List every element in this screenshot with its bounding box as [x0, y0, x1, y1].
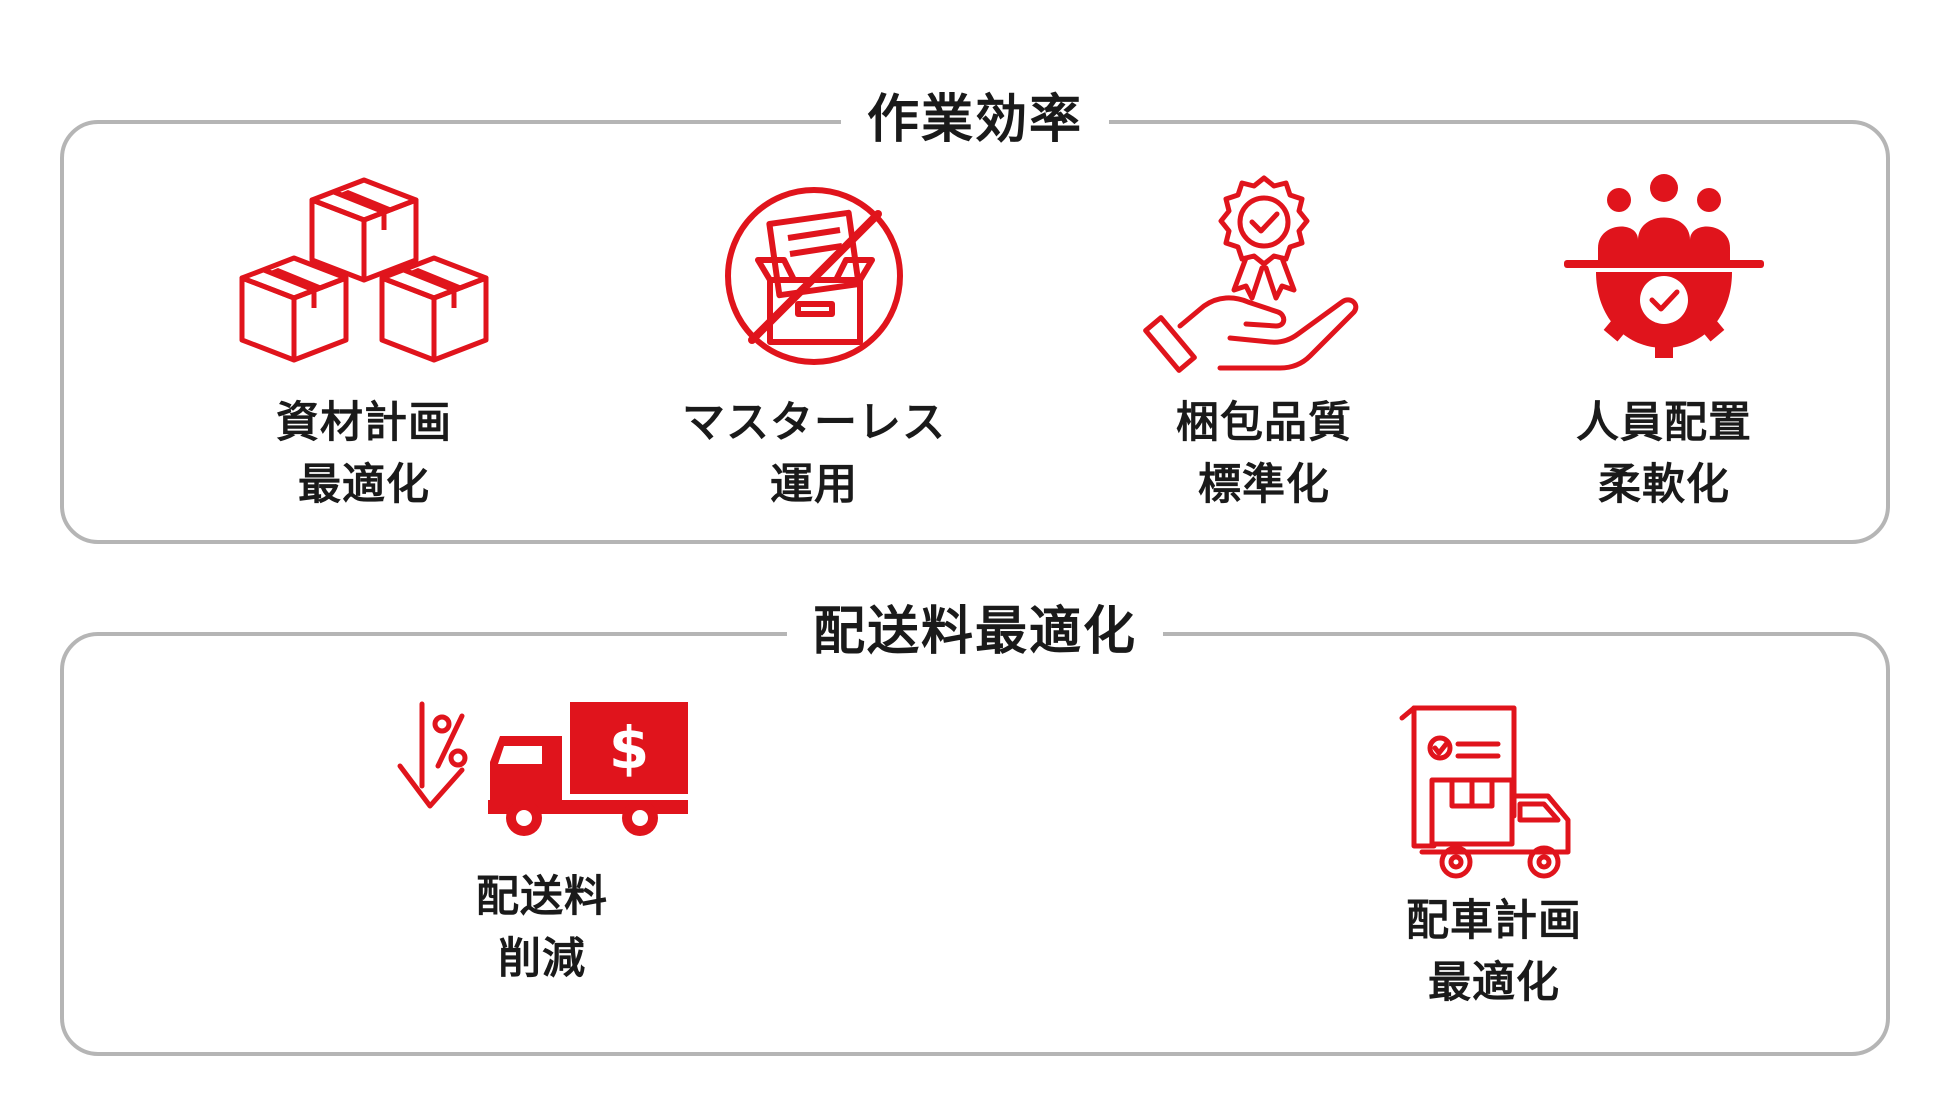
no-documents-icon — [725, 187, 903, 365]
item-staff-allocation: 人員配置 柔軟化 — [1494, 168, 1834, 516]
item-label-line1: 梱包品質 — [1176, 398, 1352, 448]
svg-text:$: $ — [609, 714, 649, 782]
item-packing-quality: 梱包品質 標準化 — [1094, 168, 1434, 516]
item-label-line1: 人員配置 — [1576, 398, 1752, 448]
discount-truck-icon: $ — [397, 701, 688, 836]
section-title: 配送料最適化 — [786, 592, 1164, 672]
team-gear-icon — [1564, 174, 1764, 358]
item-shipping-cost-reduction: $ 配送料 削減 — [362, 696, 722, 990]
item-label-line2: 削減 — [498, 934, 586, 984]
item-label-line1: 配送料 — [476, 872, 608, 922]
section-shipping-optimization: 配送料最適化 $ — [60, 592, 1890, 1056]
item-label-line2: 運用 — [770, 460, 858, 510]
section-title: 作業効率 — [840, 80, 1110, 160]
item-vehicle-dispatch-planning: 配車計画 最適化 — [1324, 696, 1664, 1014]
section-work-efficiency: 作業効率 — [60, 80, 1890, 544]
quality-badge-hand-icon — [1143, 175, 1359, 373]
item-label-line1: マスターレス — [682, 398, 946, 448]
boxes-icon — [239, 177, 489, 363]
item-label-line2: 柔軟化 — [1598, 460, 1730, 510]
item-material-planning: 資材計画 最適化 — [194, 168, 534, 516]
item-label-line1: 配車計画 — [1406, 896, 1582, 946]
delivery-plan-icon — [1399, 705, 1571, 879]
item-label-line2: 最適化 — [1428, 958, 1560, 1008]
item-label-line1: 資材計画 — [276, 398, 452, 448]
item-label-line2: 最適化 — [298, 460, 430, 510]
item-masterless-operation: マスターレス 運用 — [644, 168, 984, 516]
item-label-line2: 標準化 — [1198, 460, 1330, 510]
